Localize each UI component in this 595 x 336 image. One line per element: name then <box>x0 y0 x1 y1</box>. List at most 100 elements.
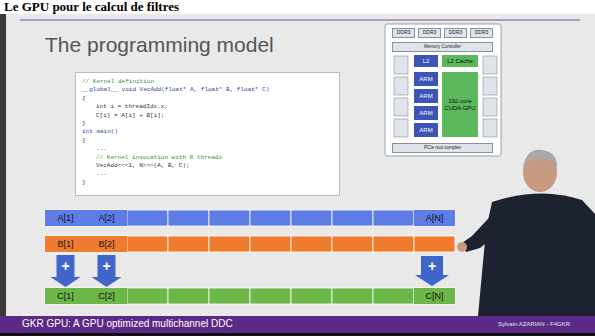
memory-chip: DDR3 <box>418 28 441 38</box>
presenter <box>457 150 595 316</box>
array-cell <box>168 236 209 252</box>
presenter-arm <box>462 206 512 252</box>
plus-sign: + <box>428 258 436 274</box>
add-arrow <box>415 256 449 286</box>
cpu-core: ARM <box>414 72 438 86</box>
pcie-block: PCIe root complex <box>392 143 493 153</box>
array-cell <box>209 288 250 304</box>
code-line: } <box>82 120 86 128</box>
cache-block: L2 Cache <box>442 55 478 67</box>
memory-chip: DDR3 <box>470 28 493 38</box>
code-line: ... <box>82 145 107 153</box>
io-block <box>394 119 408 137</box>
slide-rule <box>20 20 580 21</box>
slide-edge <box>0 14 6 336</box>
memory-controller: Memory Controller <box>392 42 493 52</box>
array-cell <box>168 288 209 304</box>
presenter-hair <box>523 150 557 168</box>
io-block <box>483 98 497 116</box>
cpu-core: ARM <box>414 106 438 120</box>
footer-bar <box>0 316 595 333</box>
author-text: Sylvain AZARIAN - F4GKR <box>498 321 570 327</box>
array-cell <box>250 210 291 226</box>
code-line: { <box>82 137 86 145</box>
io-block <box>394 98 408 116</box>
array-cell: C[N] <box>414 288 455 304</box>
code-line: __global__ void VecAdd(float* A, float* … <box>82 86 269 94</box>
array-cell <box>86 236 127 252</box>
array-cell <box>332 210 373 226</box>
io-block <box>483 77 497 95</box>
array-cell: A[1] <box>45 210 86 226</box>
node-text: DDR3 <box>449 30 463 36</box>
array-cell <box>373 236 414 252</box>
node-text: 192-core CUDA GPU <box>444 98 476 112</box>
node-text: L2 Cache <box>447 58 473 65</box>
node-text: PCIe root complex <box>424 145 461 150</box>
node-text: C[2] <box>98 291 115 301</box>
node-text: C[1] <box>57 291 74 301</box>
array-cell <box>291 236 332 252</box>
node-text: C[N] <box>426 291 444 301</box>
code-line: // Kernel definition <box>82 78 154 86</box>
node-text: DDR3 <box>475 30 489 36</box>
array-cell <box>332 236 373 252</box>
cpu-core: ARM <box>414 89 438 103</box>
array-cell <box>414 236 455 252</box>
memory-chip: DDR3 <box>392 28 415 38</box>
code-line: int i = threadIdx.x; <box>82 103 168 111</box>
chip-outline <box>385 24 501 156</box>
code-line: C[i] = A[i] + B[i]; <box>82 112 164 120</box>
node-text: B[1] <box>57 239 73 249</box>
node-text: ARM <box>419 110 432 117</box>
node-text: A[N] <box>426 213 444 223</box>
array-cell <box>291 210 332 226</box>
array-cell <box>45 210 86 226</box>
code-line: VecAdd<<<1, N>>>(A, B, C); <box>82 162 190 170</box>
add-arrow <box>92 255 122 287</box>
chip-io-blocks <box>394 56 497 137</box>
array-cell: C[1] <box>45 288 86 304</box>
array-cell <box>86 210 127 226</box>
array-bands <box>45 210 455 304</box>
page-title: Le GPU pour le calcul de filtres <box>4 0 179 15</box>
io-block <box>483 56 497 74</box>
array-cell <box>373 288 414 304</box>
array-cell: B[2] <box>86 236 127 252</box>
array-cell <box>127 236 168 252</box>
slide-title: The programming model <box>45 33 274 57</box>
array-cell <box>127 288 168 304</box>
node-text: Memory Controller <box>424 44 461 49</box>
code-line: } <box>82 179 86 187</box>
gpu-block: 192-core CUDA GPU <box>442 72 478 137</box>
array-cell <box>414 210 455 226</box>
plus-sign: + <box>102 259 110 273</box>
array-cell <box>250 288 291 304</box>
presenter-hand <box>457 242 467 252</box>
array-cell: A[N] <box>414 210 455 226</box>
slide <box>6 14 595 316</box>
array-cell <box>332 288 373 304</box>
array-cell: C[2] <box>86 288 127 304</box>
node-text: L2 <box>423 58 430 65</box>
array-cell: B[1] <box>45 236 86 252</box>
array-cell <box>373 210 414 226</box>
array-cell <box>168 210 209 226</box>
io-block <box>394 56 408 74</box>
node-text: DDR3 <box>397 30 411 36</box>
array-cell <box>127 210 168 226</box>
node-text: DDR3 <box>423 30 437 36</box>
array-cell <box>291 288 332 304</box>
memory-chip: DDR3 <box>444 28 467 38</box>
cpu-core: ARM <box>414 123 438 137</box>
node-text: B[2] <box>98 239 114 249</box>
top-strip <box>0 0 595 14</box>
array-cell <box>45 236 86 252</box>
node-text: ARM <box>419 93 432 100</box>
node-text: A[1] <box>57 213 73 223</box>
floor <box>0 333 595 336</box>
code-line: { <box>82 95 86 103</box>
footer-text: GKR GPU: A GPU optimized multichannel DD… <box>22 318 233 329</box>
node-text: ARM <box>419 127 432 134</box>
